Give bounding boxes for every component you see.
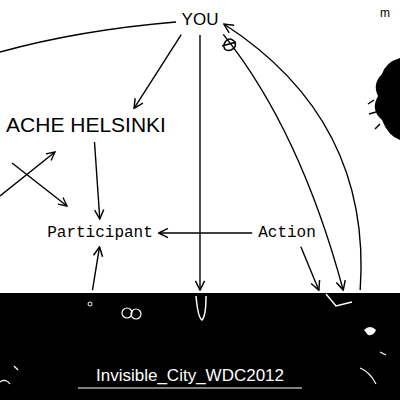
ink-blob [375,58,400,140]
connector-arrow [92,247,99,290]
curve-line [0,22,176,52]
ground-band: Invisible_City_WDC2012 [0,293,400,400]
corner-label: m [380,6,390,20]
connector-arrow [94,142,99,219]
ink-streak [368,100,380,129]
connector-arrow [199,35,200,290]
connector-arrow [159,232,252,233]
cross-arrow [0,152,55,196]
org-node: ACHE HELSINKI [3,111,169,139]
node-text: Invisible_City_WDC2012 [96,366,284,386]
connector-arrow [301,247,319,290]
node-text: Participant [47,224,153,242]
connector-arrow [134,35,181,109]
action-node: Action [255,222,319,244]
connector-arrow [223,34,343,290]
you-node: YOU [179,8,222,32]
node-text: Action [258,224,316,242]
node-text: YOU [182,10,219,30]
participant-node: Participant [44,222,156,244]
cross-arrow [12,163,67,206]
scribble [222,39,236,50]
node-text: ACHE HELSINKI [6,113,166,137]
connector-arrow [224,24,361,290]
